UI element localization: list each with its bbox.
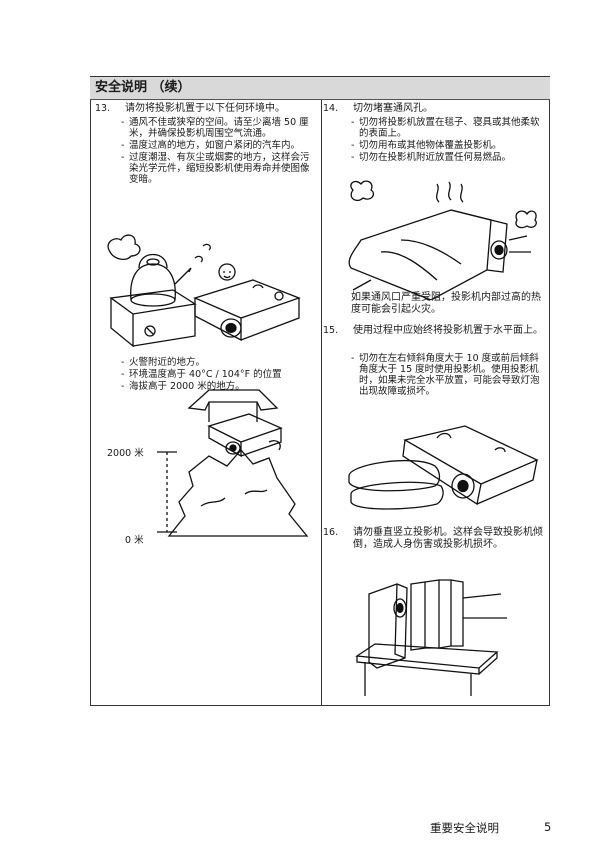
item-16-number: 16. (323, 527, 339, 538)
item-14-sub-1: 切勿将投影机放置在毯子、寝具或其他柔软的表面上。 (351, 117, 547, 139)
item-13-sub-1: 通风不佳或狭窄的空间。请至少离墙 50 厘米，并确保投影机周围空气流通。 (121, 117, 317, 139)
item-14-number: 14. (323, 103, 339, 114)
item-13-sub-2: 温度过高的地方，如窗户紧闭的汽车内。 (121, 140, 317, 151)
item-14-sub-3: 切勿在投影机附近放置任何易燃品。 (351, 152, 547, 163)
item-15-sub-1: 切勿在左右倾斜角度大于 10 度或前后倾斜角度大于 15 度时使用投影机。使用投… (351, 353, 547, 397)
item-15-text: 使用过程中应始终将投影机置于水平面上。 (353, 325, 543, 336)
altitude-low-label: 0 米 (125, 535, 144, 546)
item-13-sublist: 通风不佳或狭窄的空间。请至少离墙 50 厘米，并确保投影机周围空气流通。 温度过… (121, 117, 317, 186)
right-column: 14. 切勿堵塞通风孔。 切勿将投影机放置在毯子、寝具或其他柔软的表面上。 切勿… (321, 100, 550, 705)
item-13-text: 请勿将投影机置于以下任何环境中。 (125, 103, 285, 114)
blocked-vent-illustration (348, 180, 537, 300)
item-14-text: 切勿堵塞通风孔。 (353, 103, 433, 114)
altitude-high-label: 2000 米 (107, 448, 144, 459)
item-13-sub-6: 海拔高于 2000 米的地方。 (121, 381, 317, 392)
footer-title: 重要安全说明 (430, 821, 499, 835)
item-15-number: 15. (323, 325, 339, 336)
item-13-sub-3: 过度潮湿、有灰尘或烟雾的地方，这样会污染光学元件，缩短投影机使用寿命并使图像变暗… (121, 152, 317, 185)
item-14-note: 如果通风口严重受阻，投影机内部过高的热度可能会引起火灾。 (351, 292, 541, 315)
upright-projector-illustration (355, 579, 507, 696)
page-number: 5 (544, 820, 552, 834)
item-14-sublist: 切勿将投影机放置在毯子、寝具或其他柔软的表面上。 切勿用布或其他物体覆盖投影机。… (351, 117, 547, 164)
item-13-sub-5: 环境温度高于 40°C / 104°F 的位置 (121, 369, 317, 380)
item-14-sub-2: 切勿用布或其他物体覆盖投影机。 (351, 140, 547, 151)
safety-table: 安全说明 （续） 13. 请勿将投影机置于以下任何环境中。 通风不佳或狭窄的空间… (90, 76, 550, 706)
item-13-sub-4: 火警附近的地方。 (121, 357, 317, 368)
heat-humidity-illustration (107, 234, 301, 348)
section-header: 安全说明 （续） (90, 77, 550, 100)
item-15-sublist: 切勿在左右倾斜角度大于 10 度或前后倾斜角度大于 15 度时使用投影机。使用投… (351, 353, 547, 398)
left-column: 13. 请勿将投影机置于以下任何环境中。 通风不佳或狭窄的空间。请至少离墙 50… (90, 100, 322, 705)
tilted-projector-illustration (348, 425, 539, 510)
item-16-text: 请勿垂直竖立投影机。这样会导致投影机倾倒，造成人身伤害或投影机损坏。 (353, 527, 543, 550)
altitude-illustration (157, 389, 309, 537)
item-13-sublist-2: 火警附近的地方。 环境温度高于 40°C / 104°F 的位置 海拔高于 20… (121, 357, 317, 393)
item-13-number: 13. (95, 103, 111, 114)
